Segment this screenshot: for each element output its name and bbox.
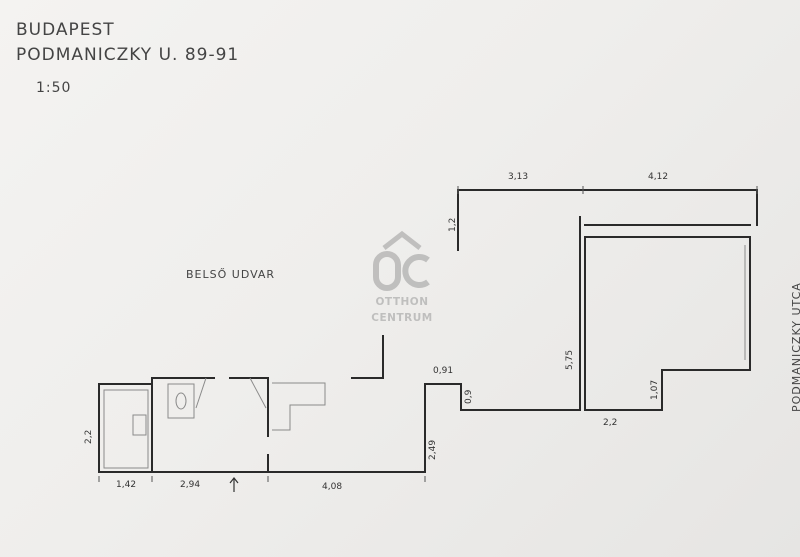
entrance-arrow-icon bbox=[229, 477, 239, 492]
wall-left-block bbox=[98, 383, 153, 473]
otthon-centrum-logo-icon bbox=[373, 230, 430, 291]
wall-upper-top bbox=[457, 189, 758, 251]
dim-left-height: 2,2 bbox=[84, 429, 94, 444]
door-swing-2 bbox=[249, 377, 267, 409]
dim-step-width: 0,91 bbox=[433, 366, 454, 376]
dim-top-left: 3,13 bbox=[508, 172, 529, 182]
watermark-line1: OTTHON bbox=[375, 296, 429, 308]
dim-top-side: 1,2 bbox=[448, 217, 458, 232]
door-swing-1 bbox=[195, 377, 207, 409]
wall-step bbox=[424, 383, 581, 473]
address-title: PODMANICZKY U. 89-91 bbox=[16, 45, 240, 65]
wall-right bbox=[584, 236, 751, 411]
otthon-centrum-watermark: OTTHON CENTRUM bbox=[362, 226, 442, 336]
toilet-cubicle bbox=[167, 383, 195, 419]
wall-top-b bbox=[245, 377, 269, 437]
dim-bottom-b: 2,94 bbox=[180, 480, 201, 490]
dim-top-right: 4,12 bbox=[648, 172, 669, 182]
dim-step-height: 0,9 bbox=[464, 389, 474, 404]
dim-right-bottom: 2,2 bbox=[603, 418, 618, 428]
toilet-bowl bbox=[175, 392, 187, 410]
dim-right-height: 5,75 bbox=[565, 349, 575, 370]
sink-outline bbox=[132, 414, 147, 436]
watermark-line2: CENTRUM bbox=[371, 312, 433, 324]
courtyard-label: BELSŐ UDVAR bbox=[186, 268, 276, 281]
scale-label: 1:50 bbox=[36, 80, 72, 96]
dim-bottom-a: 1,42 bbox=[116, 480, 137, 490]
dim-mid-height: 2,49 bbox=[428, 439, 438, 460]
wall-top-left bbox=[151, 377, 215, 411]
city-title: BUDAPEST bbox=[16, 20, 115, 40]
stair-outline bbox=[272, 382, 326, 431]
dim-bottom-c: 4,08 bbox=[322, 482, 343, 492]
dim-right-small: 1,07 bbox=[650, 379, 660, 400]
shower-outline bbox=[103, 389, 149, 469]
